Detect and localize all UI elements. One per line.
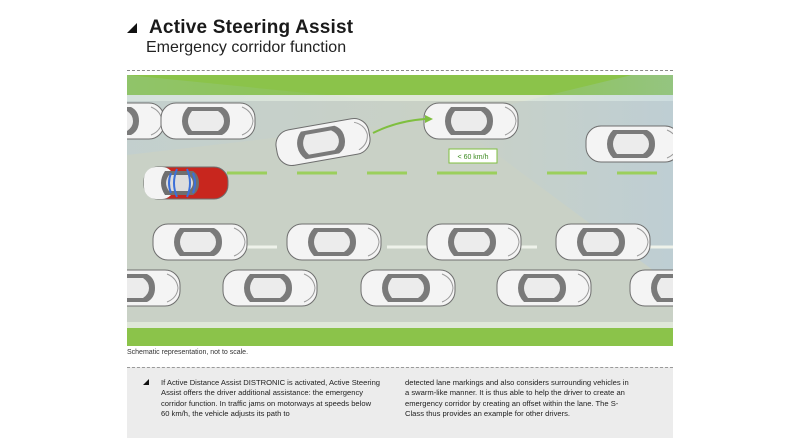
- title-triangle-icon: [127, 23, 137, 33]
- car-top-right: [585, 125, 673, 163]
- car-bot-2: [222, 269, 318, 307]
- description-box: If Active Distance Assist DISTRONIC is a…: [127, 367, 673, 438]
- bullet-triangle-icon: [143, 379, 149, 385]
- car-bot-5: [629, 269, 673, 307]
- description-column-2: detected lane markings and also consider…: [405, 378, 629, 419]
- page-title: Active Steering Assist: [149, 17, 354, 38]
- speed-label: < 60 km/h: [458, 154, 489, 161]
- title-row: Active Steering Assist: [127, 17, 353, 39]
- page-subtitle: Emergency corridor function: [146, 39, 347, 56]
- red-car: [143, 166, 229, 200]
- top-divider: [127, 70, 673, 71]
- car-bot-1: [127, 269, 181, 307]
- car-bot-4: [496, 269, 592, 307]
- sensor-waves-icon: [168, 168, 196, 198]
- car-mid-3: [426, 223, 522, 261]
- car-top-2: [160, 102, 256, 140]
- car-mid-2: [286, 223, 382, 261]
- caption: Schematic representation, not to scale.: [127, 349, 249, 356]
- car-top-1: [127, 102, 165, 140]
- path-arrow: [372, 118, 426, 134]
- ego-car: [423, 102, 519, 140]
- traffic-illustration: < 60 km/h: [127, 75, 673, 346]
- car-mid-4: [555, 223, 651, 261]
- car-bot-3: [360, 269, 456, 307]
- description-column-1: If Active Distance Assist DISTRONIC is a…: [161, 378, 381, 419]
- verge-bottom: [127, 328, 673, 346]
- car-mid-1: [152, 223, 248, 261]
- speed-badge: [448, 148, 498, 164]
